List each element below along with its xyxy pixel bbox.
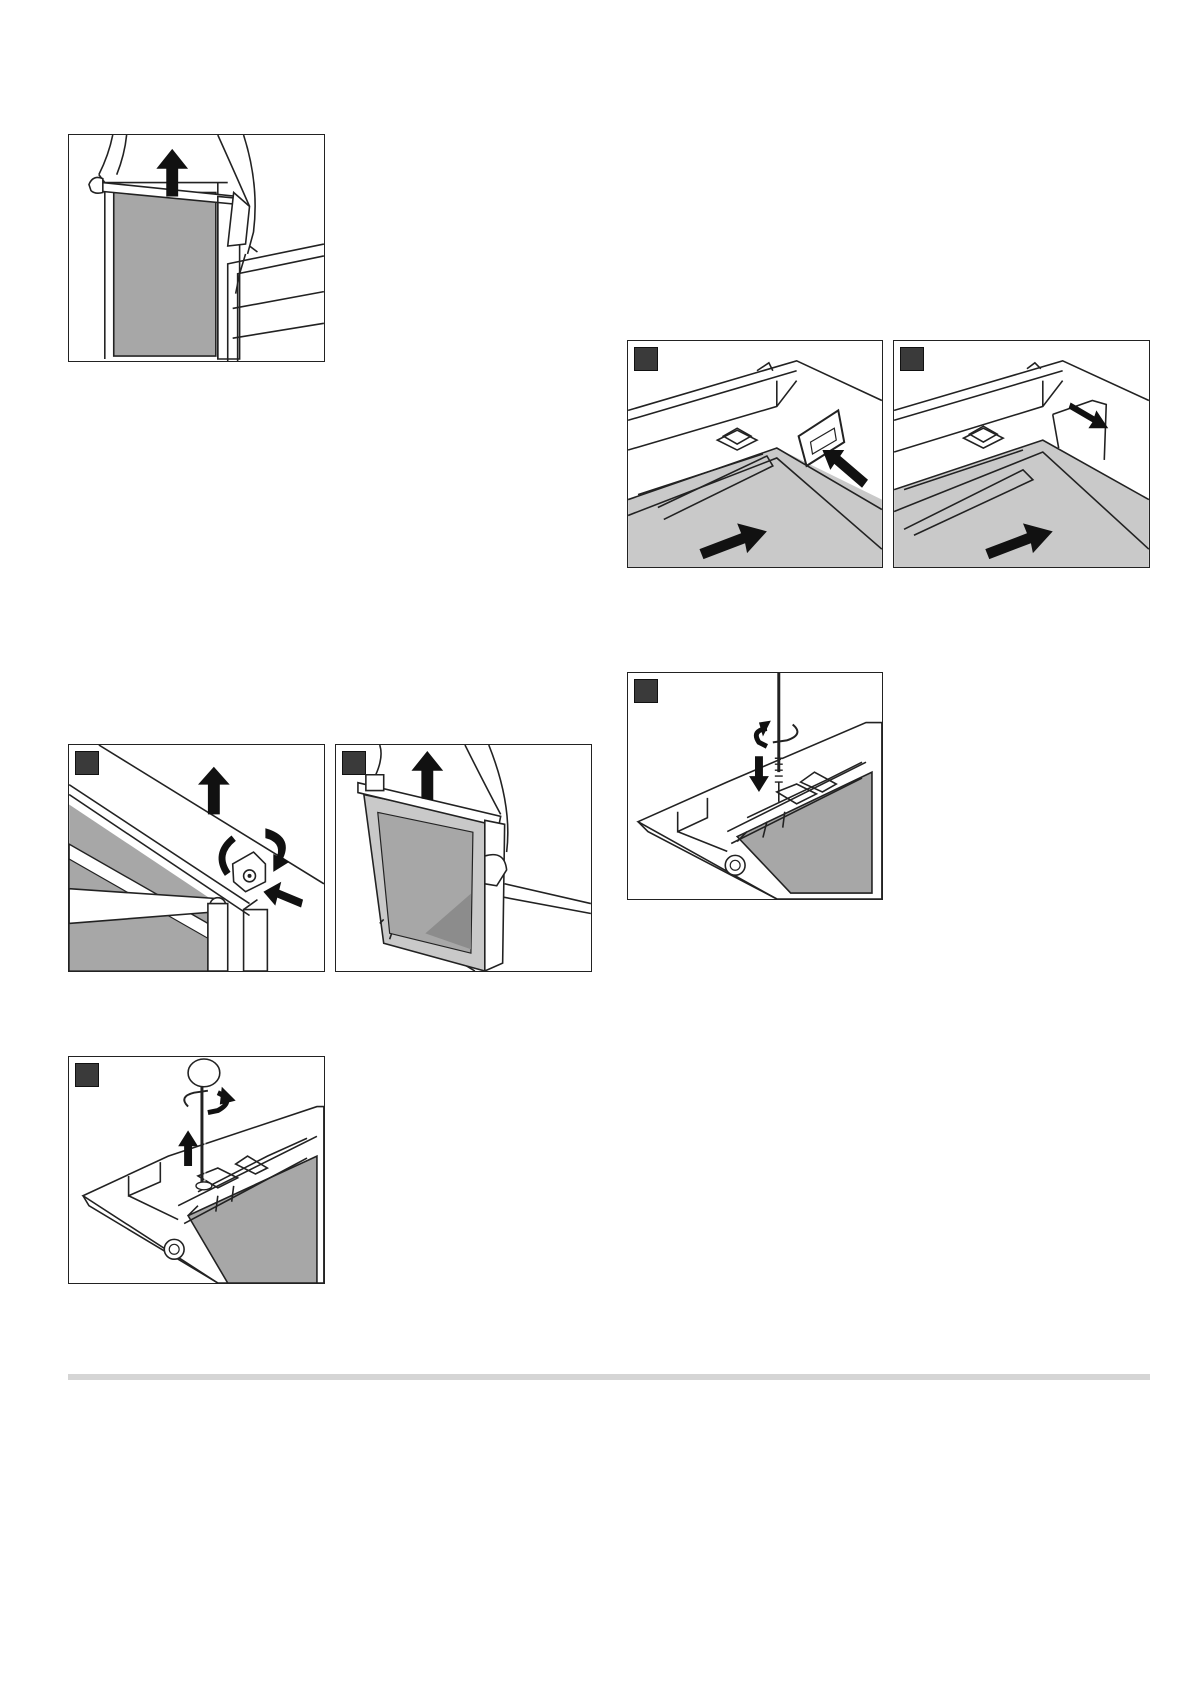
insert-panel-illustration-icon bbox=[894, 341, 1149, 567]
fig-b-insert-panel bbox=[893, 340, 1150, 568]
fig-b-door-remove bbox=[335, 744, 592, 972]
door-remove-illustration-icon bbox=[336, 745, 591, 971]
insert-panel-illustration-icon bbox=[628, 341, 882, 567]
hinge-lever-illustration-icon bbox=[69, 745, 324, 971]
fig-a-unscrew bbox=[68, 1056, 325, 1284]
screwdriver-screw-in-illustration-icon bbox=[628, 673, 882, 899]
screwdriver-unscrew-illustration-icon bbox=[69, 1057, 324, 1283]
fig-a-insert-panel bbox=[627, 340, 883, 568]
section-separator bbox=[68, 1374, 1150, 1380]
door-lift-illustration-icon bbox=[69, 135, 324, 361]
fig-a-hinge-lever bbox=[68, 744, 325, 972]
fig-door-lift bbox=[68, 134, 325, 362]
fig-a-screw-in bbox=[627, 672, 883, 900]
